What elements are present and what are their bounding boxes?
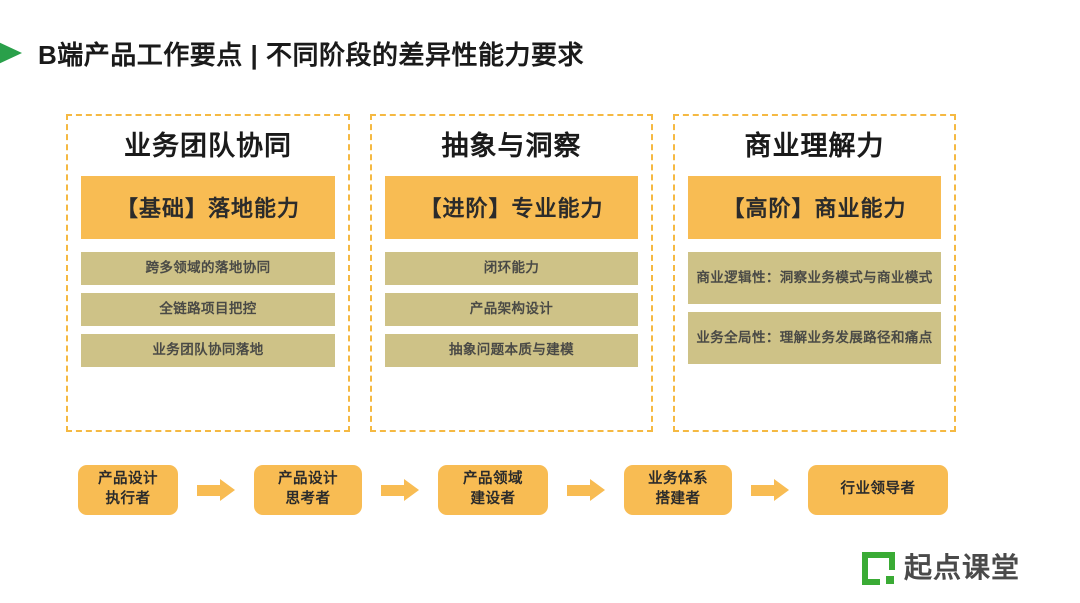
panel-heading: 抽象与洞察	[441, 131, 582, 161]
right-arrow-icon	[381, 479, 419, 501]
capability-panels: 业务团队协同 【基础】落地能力 跨多领域的落地协同 全链路项目把控 业务团队协同…	[66, 114, 956, 432]
page-title: B端产品工作要点 | 不同阶段的差异性能力要求	[38, 39, 584, 70]
list-item: 产品架构设计	[385, 292, 638, 326]
brand-logo: 起点课堂	[862, 548, 1020, 588]
arrow-slot	[548, 479, 624, 501]
list-item: 业务全局性：理解业务发展路径和痛点	[688, 311, 941, 364]
list-item: 全链路项目把控	[81, 292, 335, 326]
progression-step: 产品设计执行者	[78, 465, 178, 515]
brand-logo-text: 起点课堂	[904, 552, 1021, 583]
green-triangle-icon	[0, 30, 38, 76]
career-progression-row: 产品设计执行者 产品设计思考者 产品领域建设者 业务体系搭建者 行业领导者	[78, 464, 948, 516]
progression-step: 产品设计思考者	[254, 465, 362, 515]
progression-step: 行业领导者	[808, 465, 948, 515]
right-arrow-icon	[197, 479, 235, 501]
panel-heading: 业务团队协同	[124, 131, 292, 161]
progression-step: 产品领域建设者	[438, 465, 548, 515]
panel-heading: 商业理解力	[744, 131, 885, 161]
list-item: 闭环能力	[385, 251, 638, 285]
capability-badge: 【高阶】商业能力	[688, 175, 941, 239]
capability-badge: 【基础】落地能力	[81, 175, 335, 239]
list-item: 商业逻辑性：洞察业务模式与商业模式	[688, 251, 941, 304]
arrow-slot	[732, 479, 808, 501]
panel-business-understanding: 商业理解力 【高阶】商业能力 商业逻辑性：洞察业务模式与商业模式 业务全局性：理…	[673, 114, 956, 432]
bracket-square-logo-icon	[862, 551, 895, 585]
page-header: B端产品工作要点 | 不同阶段的差异性能力要求	[0, 30, 1080, 76]
list-item: 跨多领域的落地协同	[81, 251, 335, 285]
list-item: 抽象问题本质与建模	[385, 333, 638, 367]
progression-step: 业务体系搭建者	[624, 465, 732, 515]
capability-badge: 【进阶】专业能力	[385, 175, 638, 239]
right-arrow-icon	[751, 479, 789, 501]
arrow-slot	[178, 479, 254, 501]
panel-abstraction-and-insight: 抽象与洞察 【进阶】专业能力 闭环能力 产品架构设计 抽象问题本质与建模	[370, 114, 653, 432]
arrow-slot	[362, 479, 438, 501]
right-arrow-icon	[567, 479, 605, 501]
panel-business-team-collaboration: 业务团队协同 【基础】落地能力 跨多领域的落地协同 全链路项目把控 业务团队协同…	[66, 114, 350, 432]
list-item: 业务团队协同落地	[81, 333, 335, 367]
